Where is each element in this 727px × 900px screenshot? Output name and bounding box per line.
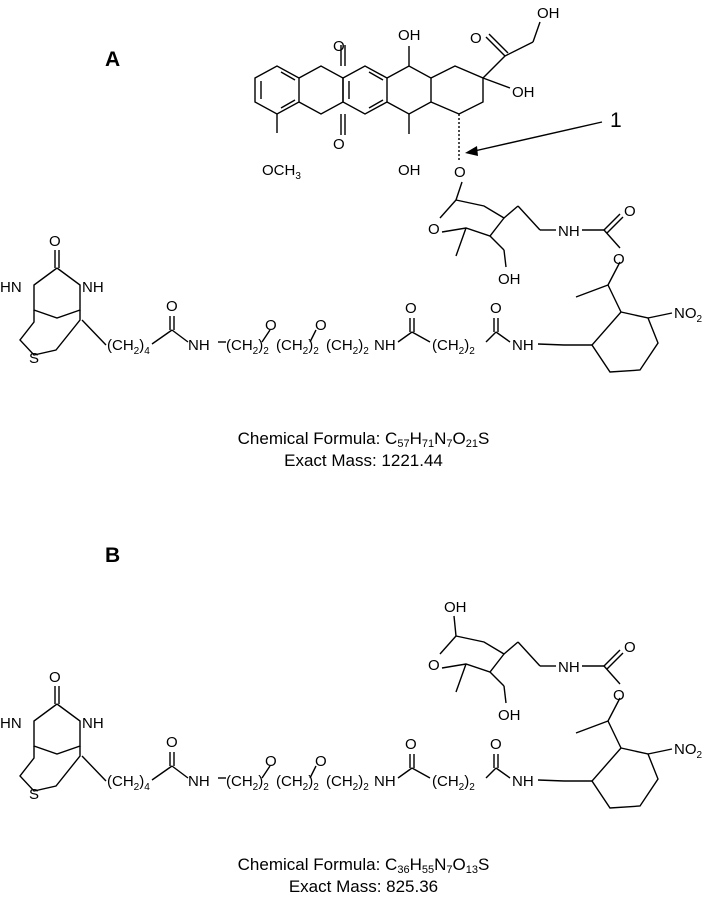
panel-a-sugar-o: O xyxy=(428,221,440,238)
panel-a-s: S xyxy=(29,350,39,367)
panel-a-nh: NH xyxy=(82,279,104,296)
panel-b-succ-o1: O xyxy=(405,736,417,753)
panel-b-oh-sugar: OH xyxy=(498,707,521,724)
panel-a-callout-number: 1 xyxy=(610,109,622,132)
panel-a-amide-o: O xyxy=(166,298,178,315)
panel-b-peg-ch2-3: (CH2)2 xyxy=(326,773,369,793)
panel-b-biotin xyxy=(19,686,107,792)
panel-a-nh-end: NH xyxy=(512,337,534,354)
panel-b-hn: HN xyxy=(0,715,22,732)
panel-a-callout-arrow xyxy=(465,121,603,156)
panel-b-ether-o2: O xyxy=(315,753,327,770)
panel-a-letter: A xyxy=(105,48,120,71)
panel-a-ketone-o2: O xyxy=(333,136,345,153)
panel-a-amide-nh: NH xyxy=(188,337,210,354)
panel-b-carbamate-o2: O xyxy=(613,687,625,704)
panel-b-sugar-o: O xyxy=(428,657,440,674)
panel-b-s: S xyxy=(29,786,39,803)
panel-b-letter: B xyxy=(105,544,120,567)
panel-a-formula: Chemical Formula: C57H71N7O21S xyxy=(237,429,490,450)
panel-b-carbamate-nitrobenzyl xyxy=(564,649,673,809)
panel-b-sugar-ring xyxy=(439,615,556,704)
panel-a-ketone-o1: O xyxy=(333,38,345,55)
panel-a-oh-sidechain: OH xyxy=(537,5,560,22)
panel-a-urea-o: O xyxy=(49,233,61,250)
panel-a-oh-bottom: OH xyxy=(398,162,421,179)
panel-a-peg-bonds xyxy=(151,316,511,345)
panel-a-biotin xyxy=(19,250,107,356)
panel-a-ch2-4: (CH2)4 xyxy=(107,337,150,357)
panel-b-urea-o: O xyxy=(49,669,61,686)
panel-b-ether-o1: O xyxy=(265,753,277,770)
panel-a-nh2: NH xyxy=(374,337,396,354)
panel-b-succ-o2: O xyxy=(490,736,502,753)
panel-a-anthracycline-core xyxy=(254,21,541,160)
panel-b-peg-ch2-1: (CH2)2 xyxy=(226,773,269,793)
panel-a-no2: NO2 xyxy=(674,305,703,325)
panel-b-nh2: NH xyxy=(374,773,396,790)
panel-a-hn: HN xyxy=(0,279,22,296)
panel-a-glyco-o: O xyxy=(454,164,466,181)
panel-b-nh-end: NH xyxy=(512,773,534,790)
panel-a-peg-ch2-2: (CH2)2 xyxy=(276,337,319,357)
panel-b-peg-ch2-2: (CH2)2 xyxy=(276,773,319,793)
panel-a-oh-ring: OH xyxy=(512,84,535,101)
panel-a-succ-o1: O xyxy=(405,300,417,317)
panel-a-sidechain-o: O xyxy=(470,30,482,47)
panel-a-sugar-ring xyxy=(439,181,556,268)
panel-a-carbamate-o2: O xyxy=(613,251,625,268)
panel-b-formula: Chemical Formula: C36H55N7O13S xyxy=(237,855,490,876)
panel-a-oh-top: OH xyxy=(398,27,421,44)
panel-a-peg-ch2-1: (CH2)2 xyxy=(226,337,269,357)
panel-b-oh-top: OH xyxy=(444,599,467,616)
panel-a-exact-mass: Exact Mass: 1221.44 xyxy=(284,451,443,470)
panel-b-nh: NH xyxy=(82,715,104,732)
panel-b-peg-bonds xyxy=(151,752,565,782)
panel-b-no2: NO2 xyxy=(674,741,703,761)
panel-a-carbamate-o1: O xyxy=(624,203,636,220)
panel-b-succ-ch2: (CH2)2 xyxy=(432,773,475,793)
panel-a-ether-o1: O xyxy=(265,317,277,334)
panel-b-carbamate-o1: O xyxy=(624,639,636,656)
panel-a-ether-o2: O xyxy=(315,317,327,334)
panel-a-carbamate-nitrobenzyl xyxy=(564,213,673,373)
panel-a-succ-o2: O xyxy=(490,300,502,317)
panel-b-amide-nh: NH xyxy=(188,773,210,790)
panel-b-amide-o: O xyxy=(166,734,178,751)
panel-a-methoxy: OCH3 xyxy=(262,162,301,182)
panel-a-nh-carbamate: NH xyxy=(558,223,580,240)
panel-b-ch2-4: (CH2)4 xyxy=(107,773,150,793)
panel-a-oh-sugar: OH xyxy=(498,271,521,288)
panel-a-succ-ch2: (CH2)2 xyxy=(432,337,475,357)
panel-a-peg-ch2-3: (CH2)2 xyxy=(326,337,369,357)
panel-b-nh-carbamate: NH xyxy=(558,659,580,676)
panel-b-exact-mass: Exact Mass: 825.36 xyxy=(288,877,439,896)
